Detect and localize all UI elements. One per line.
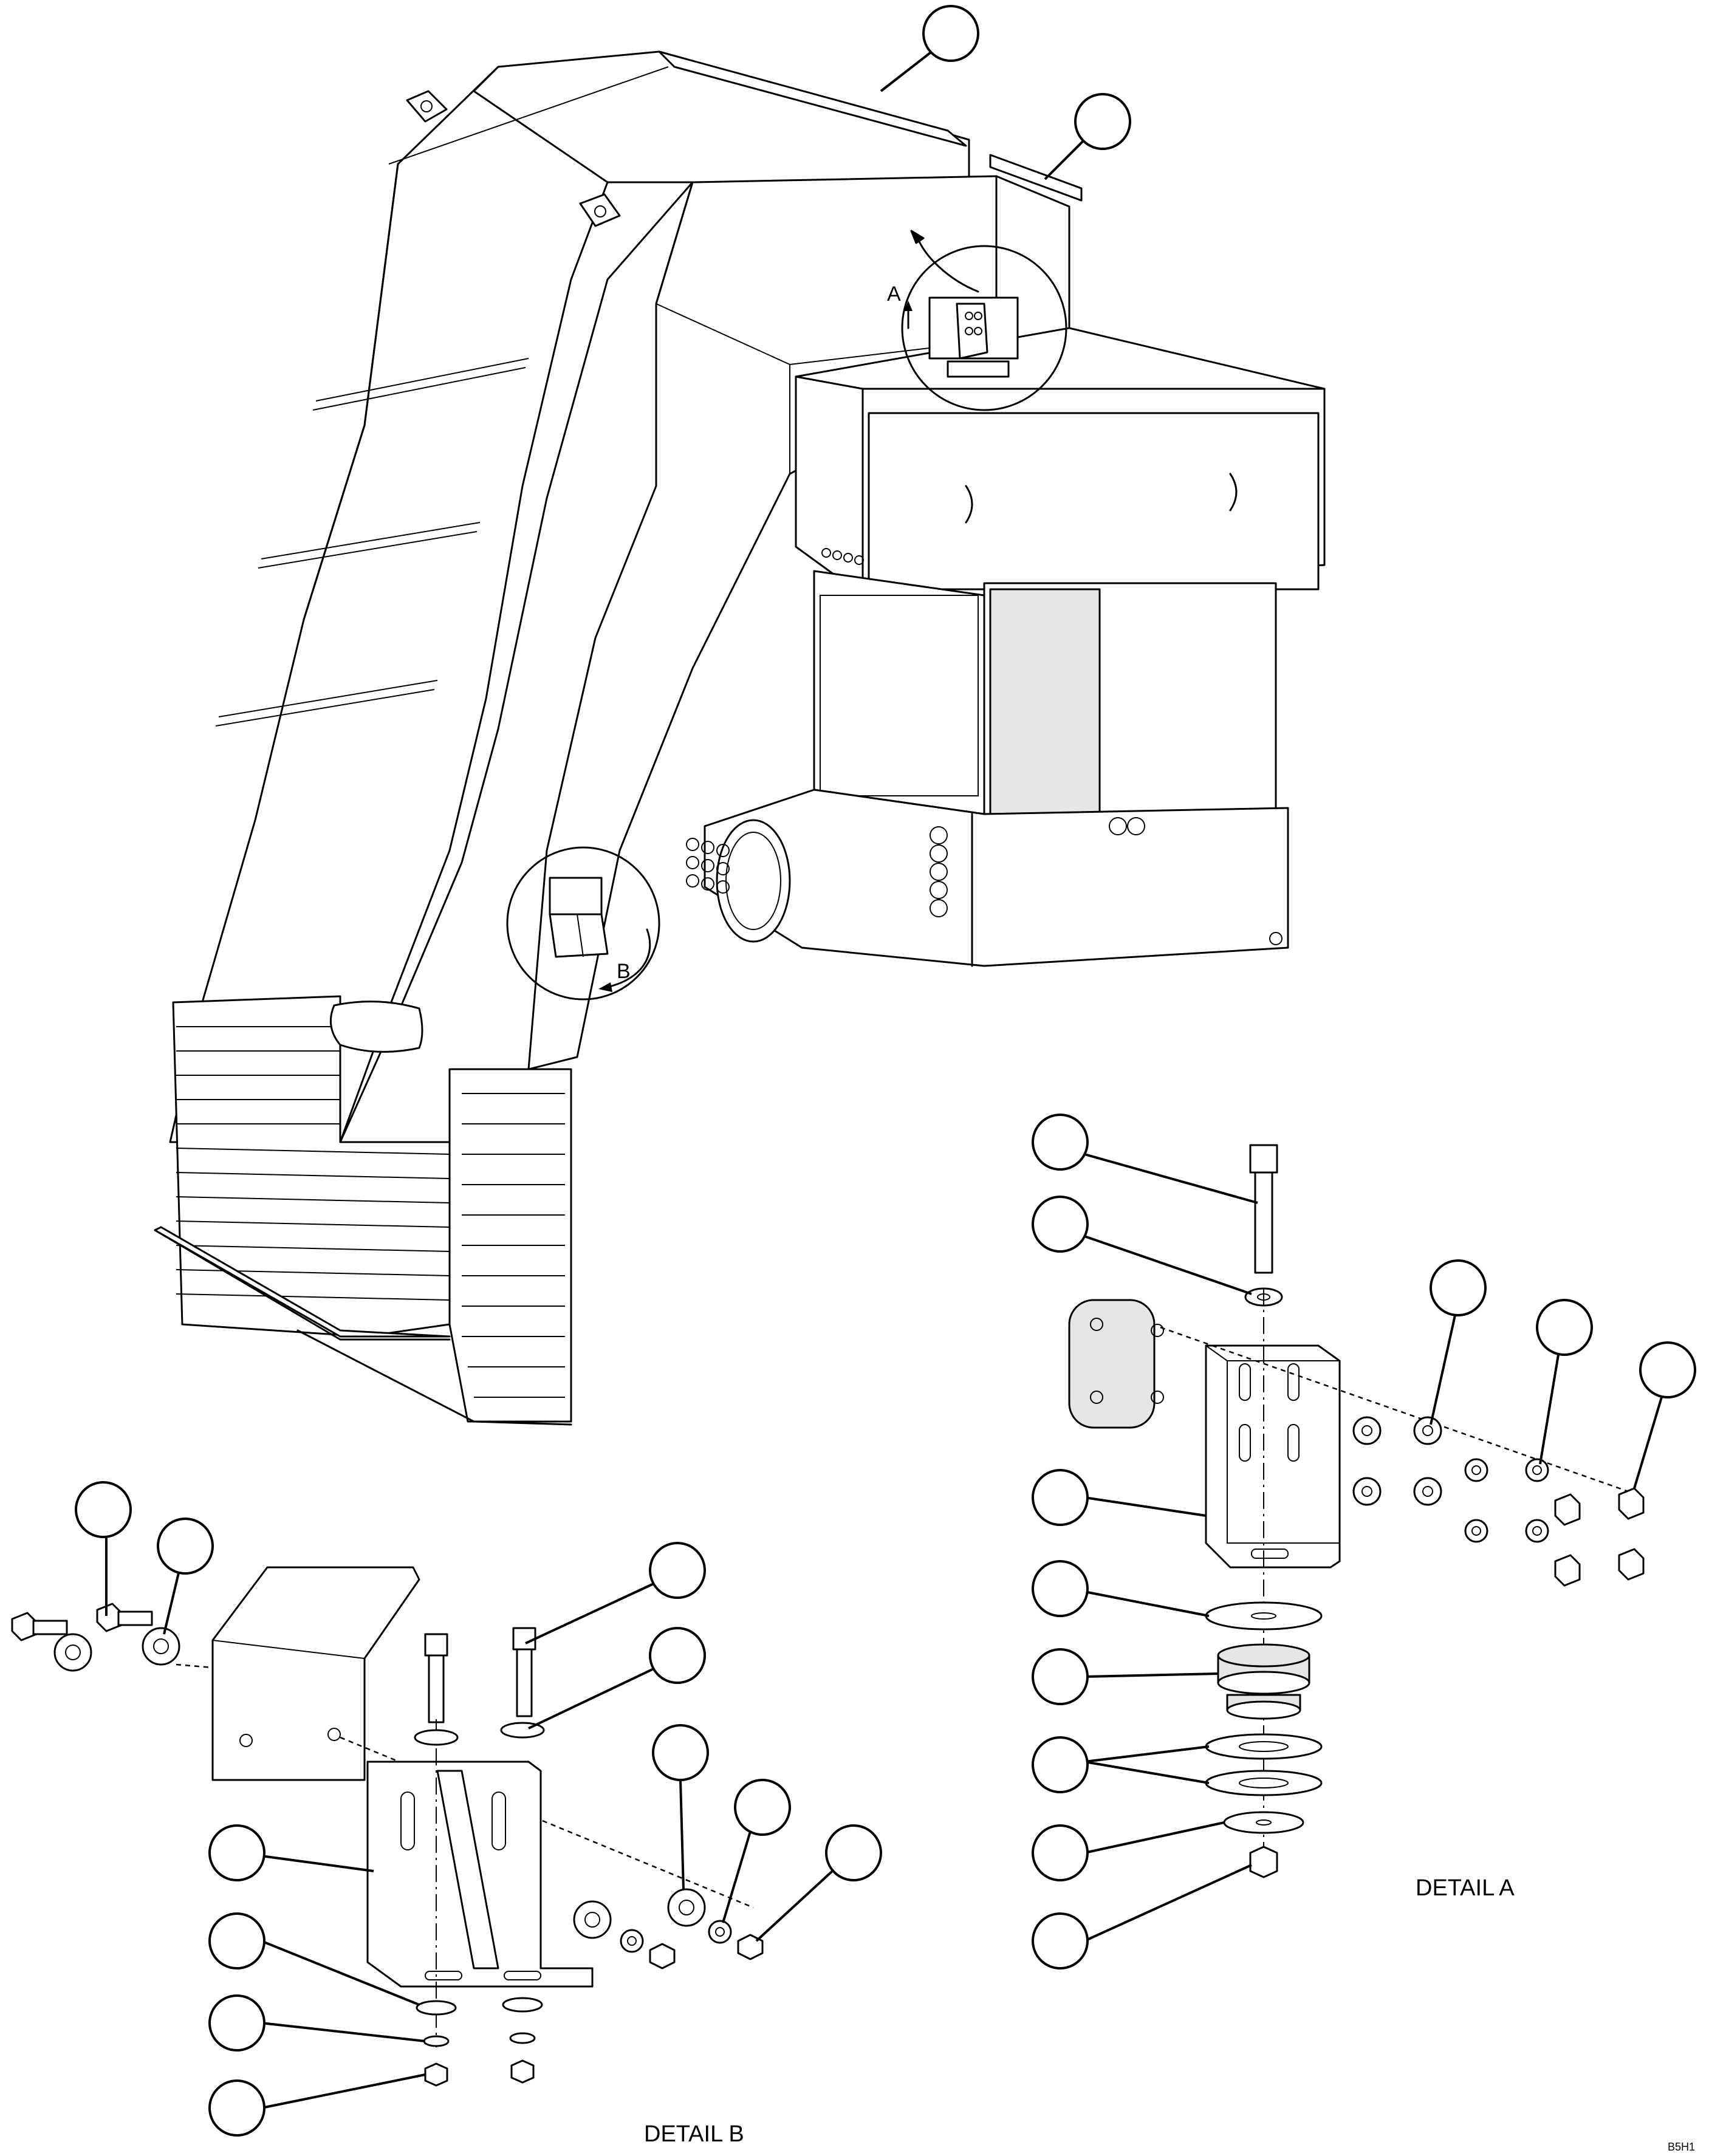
item-balloon-b5 — [652, 1724, 709, 1781]
item-balloon-b2 — [157, 1518, 214, 1575]
item-balloon-a4 — [1536, 1299, 1593, 1356]
detail-a: DETAIL A — [1032, 1114, 1696, 1969]
item-balloon-b1 — [75, 1481, 132, 1538]
item-balloon-b6 — [734, 1779, 791, 1836]
item-balloon-a3 — [1430, 1259, 1487, 1316]
detail-b: DETAIL B — [11, 1481, 882, 2147]
cabinet-base — [704, 789, 1289, 967]
item-balloon-b8 — [208, 1824, 265, 1881]
main-assembly-view: A B — [154, 5, 1326, 1426]
detail-b-circle — [506, 846, 660, 1001]
inner-duct — [527, 175, 1070, 1070]
detail-a-circle — [901, 245, 1067, 411]
drawing-code: B5H1 — [1668, 2141, 1695, 2153]
item-balloon-a7 — [1032, 1560, 1089, 1617]
mount-plate — [1068, 1299, 1156, 1429]
item-balloon-m1 — [922, 5, 979, 62]
item-balloon-a8 — [1032, 1648, 1089, 1705]
item-balloon-a9 — [1032, 1736, 1089, 1793]
item-balloon-a10 — [1032, 1824, 1089, 1881]
item-balloon-a2 — [1032, 1196, 1089, 1253]
item-balloon-b11 — [208, 2079, 265, 2137]
item-balloon-a5 — [1639, 1341, 1696, 1398]
detail-b-title: DETAIL B — [644, 2121, 744, 2147]
angle-plate — [211, 1566, 420, 1781]
item-balloon-b9 — [208, 1912, 265, 1969]
item-balloon-b4 — [649, 1627, 706, 1684]
item-balloon-b10 — [208, 1994, 265, 2052]
view-label-a: A — [887, 282, 901, 306]
item-balloon-a1 — [1032, 1114, 1089, 1171]
item-balloon-b7 — [825, 1824, 882, 1881]
mount-bracket — [1205, 1344, 1341, 1569]
item-balloon-m2 — [1074, 93, 1131, 150]
item-balloon-a6 — [1032, 1469, 1089, 1526]
item-balloon-b3 — [649, 1542, 706, 1599]
view-label-b: B — [617, 960, 631, 983]
item-balloon-a11 — [1032, 1912, 1089, 1969]
detail-a-title: DETAIL A — [1416, 1875, 1515, 1901]
